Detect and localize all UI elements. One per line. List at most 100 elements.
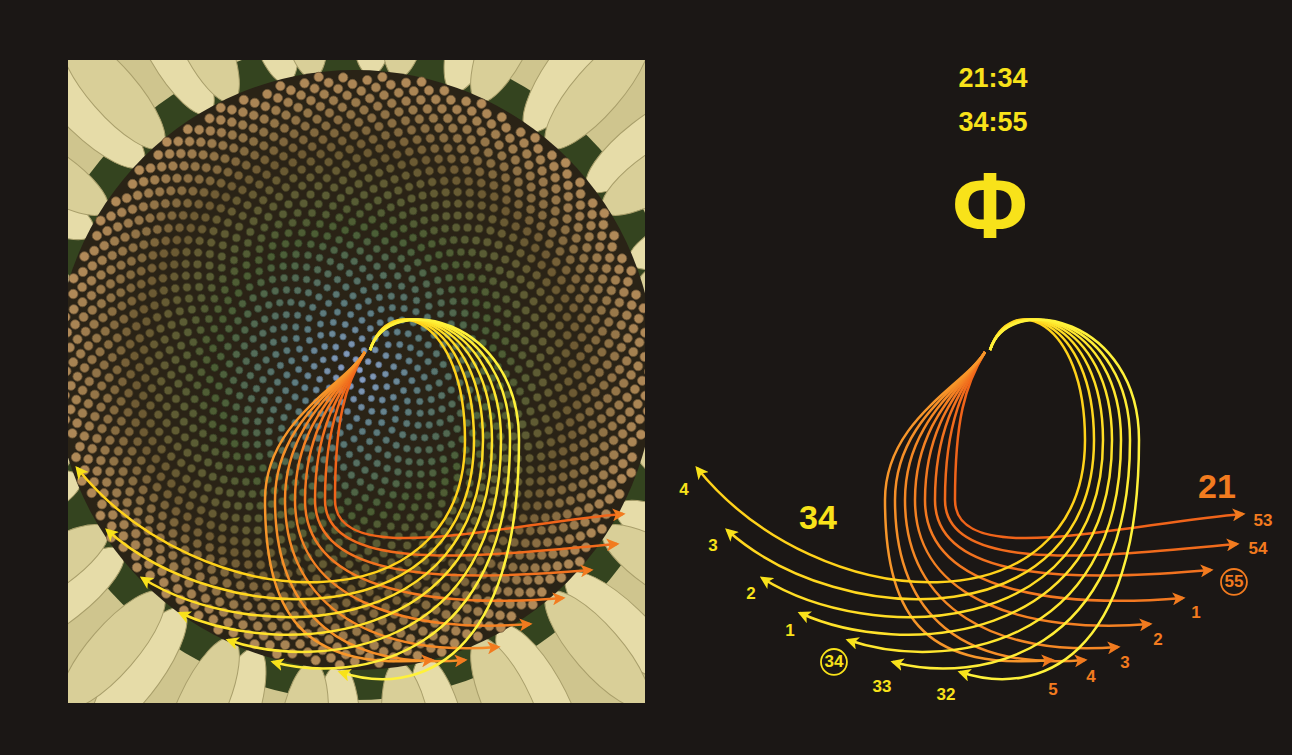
seed xyxy=(437,104,446,113)
seed xyxy=(101,327,110,336)
seed xyxy=(125,427,134,436)
seed xyxy=(242,417,249,424)
seed xyxy=(219,315,227,323)
seed xyxy=(569,443,578,452)
seed xyxy=(438,392,445,399)
seed xyxy=(191,162,200,171)
seed xyxy=(566,255,575,264)
seed xyxy=(400,225,408,233)
seed xyxy=(407,126,416,135)
seed xyxy=(494,141,503,150)
seed xyxy=(319,243,326,250)
seed xyxy=(371,230,379,238)
seed xyxy=(545,239,554,248)
seed xyxy=(259,196,267,204)
seed xyxy=(231,157,240,166)
seed xyxy=(458,115,467,124)
seed xyxy=(235,223,243,231)
seed xyxy=(324,615,333,624)
seed xyxy=(529,297,537,305)
seed xyxy=(140,346,149,355)
seed xyxy=(295,366,302,373)
seed xyxy=(270,119,279,128)
seed xyxy=(232,278,240,286)
seed xyxy=(424,86,433,95)
seed xyxy=(186,501,195,510)
seed xyxy=(501,255,509,263)
seed xyxy=(413,135,422,144)
seed xyxy=(552,512,561,521)
seed xyxy=(365,94,374,103)
seed xyxy=(291,191,299,199)
seed xyxy=(357,247,364,254)
seed xyxy=(78,267,87,276)
seed xyxy=(617,254,626,263)
seed xyxy=(361,467,368,474)
seed xyxy=(141,374,149,382)
seed xyxy=(155,351,163,359)
seed xyxy=(512,330,520,338)
seed xyxy=(262,582,271,591)
seed xyxy=(307,240,315,248)
seed xyxy=(544,389,552,397)
seed xyxy=(126,370,135,379)
seed xyxy=(429,114,438,123)
seed xyxy=(289,174,297,182)
seed xyxy=(68,289,77,298)
seed xyxy=(249,111,258,120)
seed xyxy=(609,231,618,240)
seed xyxy=(442,188,450,196)
seed xyxy=(181,433,189,441)
seed xyxy=(378,419,385,426)
seed xyxy=(182,568,191,577)
seed xyxy=(353,232,361,240)
seed xyxy=(230,427,238,435)
seed xyxy=(437,444,444,451)
seed xyxy=(528,383,536,391)
seed xyxy=(239,95,248,104)
seed xyxy=(269,203,277,211)
seed xyxy=(401,369,408,376)
seed xyxy=(314,266,321,273)
seed xyxy=(449,298,456,305)
seed xyxy=(502,295,510,303)
seed xyxy=(373,498,381,506)
seed xyxy=(166,346,174,354)
seed xyxy=(160,501,169,510)
seed xyxy=(580,452,589,461)
seed xyxy=(404,398,411,405)
seed xyxy=(102,478,111,487)
seed xyxy=(373,245,380,252)
seed xyxy=(119,531,128,540)
seed xyxy=(104,340,113,349)
seed xyxy=(191,439,199,447)
seed xyxy=(350,396,356,402)
seed xyxy=(532,271,540,279)
seed xyxy=(311,347,317,353)
seed xyxy=(490,573,499,582)
seed xyxy=(229,144,238,153)
seed xyxy=(375,144,384,153)
seed xyxy=(454,211,462,219)
seed xyxy=(269,276,276,283)
seed xyxy=(587,210,596,219)
seed xyxy=(68,429,77,438)
seed xyxy=(563,331,572,340)
seed xyxy=(324,284,331,291)
seed xyxy=(184,236,192,244)
seed xyxy=(566,418,575,427)
seed xyxy=(629,324,638,333)
seed xyxy=(615,489,624,498)
seed xyxy=(600,442,609,451)
seed xyxy=(292,324,299,331)
seed xyxy=(329,223,337,231)
seed xyxy=(329,96,338,105)
seed xyxy=(138,254,147,263)
seed xyxy=(330,129,339,138)
seed xyxy=(282,387,289,394)
seed xyxy=(155,428,163,436)
seed xyxy=(277,511,285,519)
seed xyxy=(334,276,341,283)
seed xyxy=(473,157,482,166)
seed xyxy=(220,512,228,520)
